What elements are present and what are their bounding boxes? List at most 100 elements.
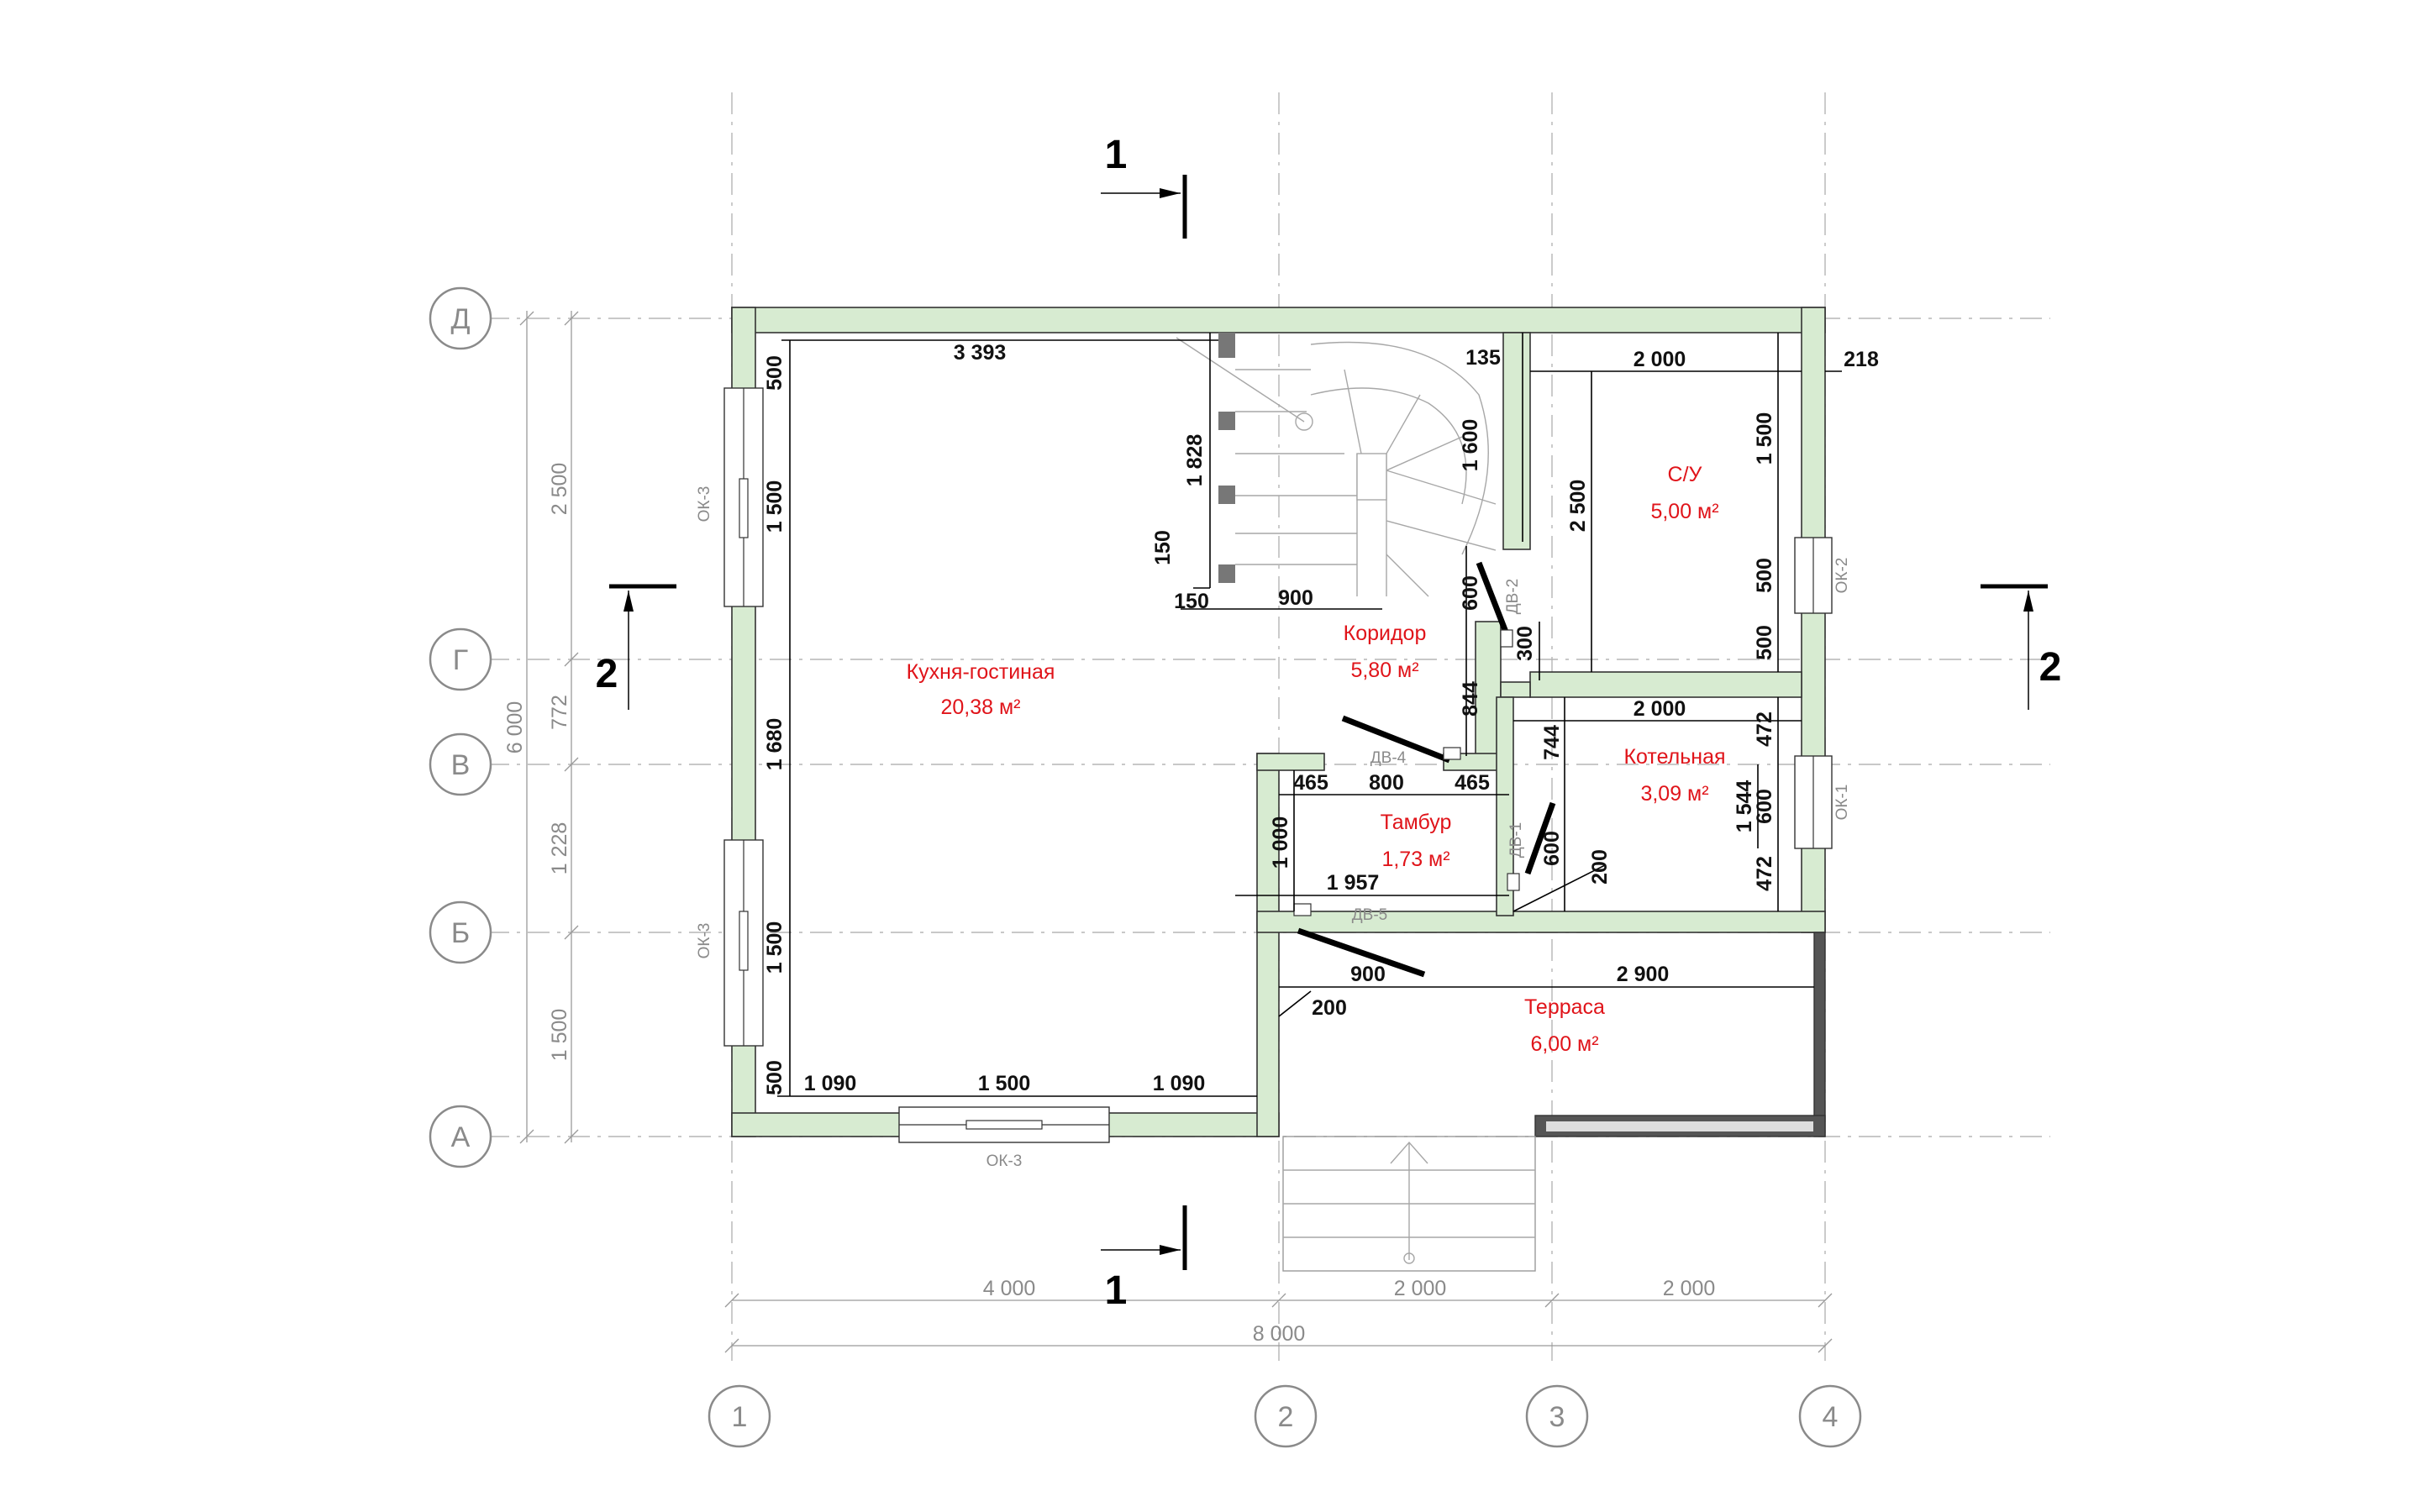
section-marker-2-left: 2 bbox=[596, 584, 676, 710]
axis-bubbles-left: Д Г В Б А bbox=[429, 286, 492, 1168]
mark-ok2: ОК-2 bbox=[1833, 558, 1851, 594]
room-bathroom: С/У 5,00 м² bbox=[1650, 463, 1718, 523]
terrace-wall-east bbox=[1813, 932, 1826, 1137]
room-area-corridor: 5,80 м² bbox=[1350, 659, 1418, 682]
section-label-1-top: 1 bbox=[1105, 133, 1128, 177]
dim-kitchen-bottom-1500: 1 500 bbox=[978, 1072, 1031, 1095]
dim-boiler-744: 744 bbox=[1540, 725, 1564, 760]
dim-kitchen-top: 3 393 bbox=[954, 341, 1007, 365]
axis-label-v: В bbox=[451, 749, 471, 781]
wall-north bbox=[731, 307, 1826, 333]
room-area-terrace: 6,00 м² bbox=[1530, 1032, 1598, 1056]
dim-kitchen-bottom-1090a: 1 090 bbox=[804, 1072, 857, 1095]
wall-su-boiler bbox=[1529, 671, 1802, 698]
room-vestibule: Тамбур 1,73 м² bbox=[1381, 811, 1452, 871]
dim-boiler-472b: 472 bbox=[1753, 856, 1776, 891]
dim-boiler-472a: 472 bbox=[1753, 711, 1776, 747]
axis-bubble-b: Б bbox=[429, 900, 492, 964]
dim-bottom-2000b: 2 000 bbox=[1663, 1277, 1716, 1300]
dim-boiler-600: 600 bbox=[1753, 789, 1776, 824]
wall-corridor-stub bbox=[1500, 681, 1531, 698]
section-marker-1-top: 1 bbox=[1101, 133, 1187, 239]
axis-bubble-a: А bbox=[429, 1105, 492, 1168]
axis-bubble-3: 3 bbox=[1525, 1384, 1589, 1448]
axis-bubble-v: В bbox=[429, 732, 492, 796]
dim-left-2500: 2 500 bbox=[548, 463, 571, 516]
room-corridor: Коридор 5,80 м² bbox=[1344, 622, 1427, 682]
mark-dv1: ДВ-1 bbox=[1507, 822, 1525, 858]
dim-left-772: 772 bbox=[548, 695, 571, 730]
axis-label-g: Г bbox=[453, 644, 468, 676]
door-dv1 bbox=[1524, 801, 1556, 875]
dim-boiler-1544: 1 544 bbox=[1733, 780, 1756, 833]
dim-bottom-2000a: 2 000 bbox=[1394, 1277, 1447, 1300]
dim-corridor-1600: 1 600 bbox=[1459, 419, 1482, 472]
section-marker-2-right: 2 bbox=[1981, 584, 2062, 710]
wall-vestibule-north-a bbox=[1256, 753, 1325, 771]
dim-bottom-4000: 4 000 bbox=[983, 1277, 1036, 1300]
wall-terrace-north bbox=[1256, 911, 1826, 933]
wall-corridor-su bbox=[1502, 332, 1531, 550]
dim-vestibule-800: 800 bbox=[1369, 771, 1404, 795]
dim-left-1500: 1 500 bbox=[548, 1009, 571, 1062]
mark-ok3-lower: ОК-3 bbox=[696, 923, 713, 959]
axis-bubble-1: 1 bbox=[708, 1384, 771, 1448]
axis-label-2: 2 bbox=[1278, 1401, 1294, 1433]
mark-ok3-upper: ОК-3 bbox=[696, 486, 713, 522]
dim-terrace-900: 900 bbox=[1350, 963, 1386, 986]
mark-dv2: ДВ-2 bbox=[1504, 579, 1522, 614]
room-kitchen: Кухня-гостиная 20,38 м² bbox=[907, 660, 1055, 719]
mark-dv5: ДВ-5 bbox=[1352, 906, 1387, 924]
dim-boiler-200: 200 bbox=[1588, 849, 1612, 885]
axis-label-4: 4 bbox=[1823, 1401, 1839, 1433]
dim-su-218: 218 bbox=[1844, 348, 1879, 371]
room-name-kitchen: Кухня-гостиная bbox=[907, 660, 1055, 684]
dim-su-1500: 1 500 bbox=[1753, 412, 1776, 465]
room-name-boiler: Котельная bbox=[1623, 745, 1725, 769]
section-label-1-bottom: 1 bbox=[1105, 1268, 1128, 1313]
dim-corridor-300: 300 bbox=[1513, 626, 1537, 661]
dim-kitchen-side-500b: 500 bbox=[763, 1060, 786, 1095]
mark-ok1: ОК-1 bbox=[1833, 785, 1851, 821]
room-terrace: Терраса 6,00 м² bbox=[1524, 995, 1605, 1056]
room-area-bathroom: 5,00 м² bbox=[1650, 500, 1718, 523]
axis-bubble-4: 4 bbox=[1798, 1384, 1862, 1448]
windows bbox=[723, 387, 1833, 1143]
dim-su-2000: 2 000 bbox=[1634, 348, 1686, 371]
dim-stair-150h: 150 bbox=[1174, 590, 1209, 613]
dim-kitchen-bottom-1090b: 1 090 bbox=[1153, 1072, 1206, 1095]
dim-vestibule-1957: 1 957 bbox=[1327, 871, 1380, 895]
axis-bubble-g: Г bbox=[429, 627, 492, 691]
interior-dimension-lines bbox=[777, 333, 1842, 1097]
room-name-vestibule: Тамбур bbox=[1381, 811, 1452, 834]
terrace-steps bbox=[1282, 1136, 1536, 1272]
dim-left-1228: 1 228 bbox=[548, 822, 571, 875]
dim-terrace-2900: 2 900 bbox=[1617, 963, 1670, 986]
dim-boiler-2000: 2 000 bbox=[1634, 697, 1686, 721]
wall-boiler-west bbox=[1496, 696, 1514, 916]
room-area-kitchen: 20,38 м² bbox=[940, 696, 1020, 719]
door-dv5 bbox=[1297, 927, 1426, 978]
axis-bubble-d: Д bbox=[429, 286, 492, 350]
element-marks: ОК-3 ОК-3 ОК-3 ОК-2 ОК-1 ДВ-2 ДВ-1 ДВ-4 … bbox=[696, 486, 1851, 1170]
dim-corridor-844: 844 bbox=[1459, 681, 1482, 717]
axis-label-1: 1 bbox=[732, 1401, 748, 1433]
room-name-terrace: Терраса bbox=[1524, 995, 1605, 1019]
mark-dv4: ДВ-4 bbox=[1370, 749, 1407, 767]
wall-vestibule-west bbox=[1256, 753, 1280, 1137]
doors bbox=[1293, 561, 1556, 978]
room-area-vestibule: 1,73 м² bbox=[1381, 848, 1449, 871]
section-label-2-right: 2 bbox=[2039, 645, 2062, 690]
staircase bbox=[1176, 333, 1497, 597]
dim-vestibule-465a: 465 bbox=[1293, 771, 1328, 795]
dim-boiler-600-door: 600 bbox=[1540, 831, 1564, 866]
room-name-bathroom: С/У bbox=[1668, 463, 1702, 486]
dim-left-total: 6 000 bbox=[503, 701, 527, 754]
dim-su-500a: 500 bbox=[1753, 558, 1776, 593]
axis-label-3: 3 bbox=[1549, 1401, 1565, 1433]
axis-label-a: А bbox=[451, 1121, 471, 1153]
section-label-2-left: 2 bbox=[596, 652, 618, 696]
dimension-chain-bottom: 4 000 2 000 2 000 8 000 bbox=[724, 1277, 1833, 1353]
dim-vestibule-1000: 1 000 bbox=[1269, 816, 1292, 869]
